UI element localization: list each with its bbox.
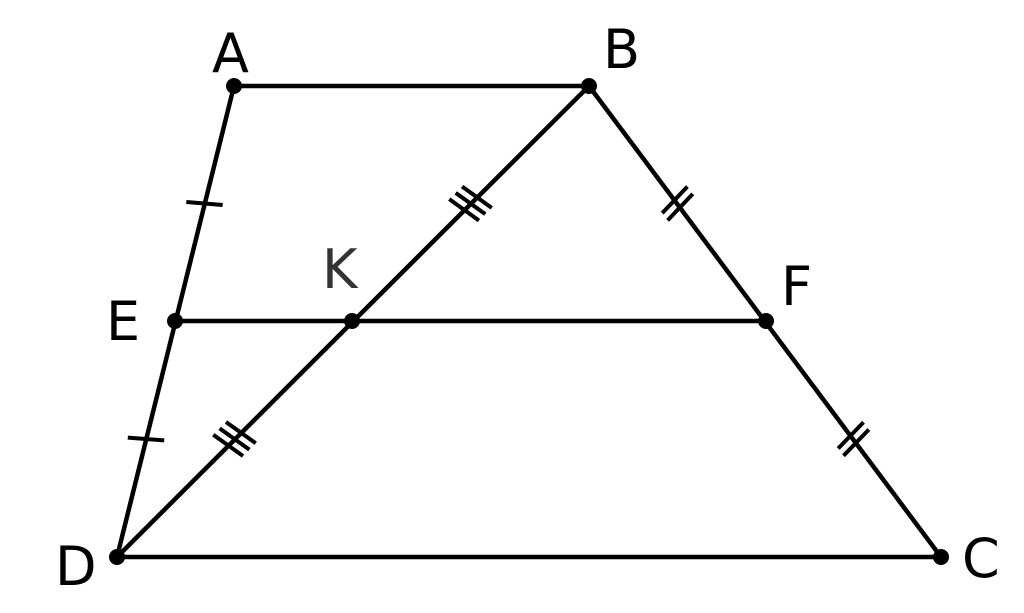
tick-line: [186, 200, 223, 207]
tick-line: [454, 191, 487, 216]
tick-mark-fc: [836, 420, 871, 458]
tick-line: [212, 433, 245, 458]
point-label-d: D: [55, 535, 97, 598]
tick-line: [836, 420, 865, 450]
point-e: [167, 313, 183, 329]
tick-mark-kd: [212, 420, 257, 458]
point-label-a: A: [212, 22, 249, 85]
point-label-k: K: [322, 238, 359, 301]
point-b: [581, 78, 597, 94]
equal-length-marks-group: [127, 184, 871, 458]
tick-line: [660, 185, 689, 215]
tick-mark-bf: [660, 185, 695, 222]
tick-line: [448, 197, 481, 223]
tick-line: [666, 192, 695, 222]
tick-mark-ae: [186, 200, 223, 207]
point-label-e: E: [106, 290, 140, 353]
tick-line: [218, 426, 251, 452]
segments-group: [114, 83, 944, 560]
point-k: [344, 313, 360, 329]
point-f: [758, 313, 774, 329]
point-d: [109, 549, 125, 565]
tick-line: [127, 435, 165, 443]
tick-mark-ed: [127, 435, 165, 443]
point-a: [226, 78, 242, 94]
tick-line: [460, 184, 493, 210]
tick-line: [224, 420, 257, 445]
labels-group: A B C D E F K: [55, 18, 1000, 598]
tick-line: [842, 428, 871, 458]
point-c: [933, 549, 949, 565]
point-label-f: F: [781, 255, 812, 318]
points-group: [109, 78, 949, 565]
tick-mark-bk: [448, 184, 493, 223]
point-label-c: C: [962, 527, 1000, 590]
point-label-b: B: [603, 18, 640, 81]
